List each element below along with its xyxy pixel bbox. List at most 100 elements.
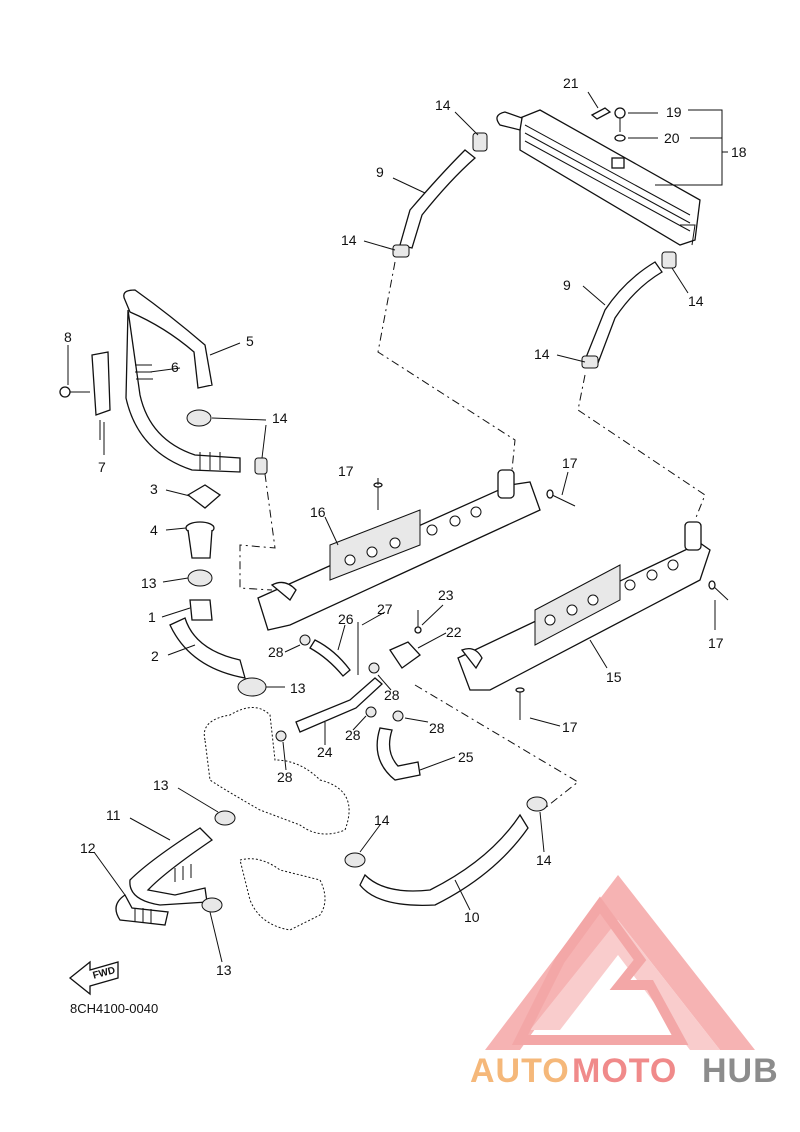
hose-6-ribs [135, 364, 221, 470]
hose-9-left [399, 149, 477, 249]
clamp-28-b [368, 662, 380, 674]
callout-17-b: 17 [562, 455, 578, 471]
callout-14-right-upper: 14 [688, 293, 704, 309]
clamp-14-right-upper [661, 251, 677, 269]
clamp-14-hose10-right [526, 796, 548, 812]
clamp-13-hose11-top [214, 810, 236, 826]
callout-6: 6 [171, 359, 179, 375]
clamp-28-a [299, 634, 311, 646]
hose-1 [189, 599, 213, 621]
callout-13-upper: 13 [141, 575, 157, 591]
callout-14-mid-left: 14 [341, 232, 357, 248]
washer-20 [614, 134, 626, 142]
clamp-14-right-lower [581, 355, 599, 369]
clamp-13-upper [187, 569, 213, 587]
callout-27: 27 [377, 601, 393, 617]
callout-1: 1 [148, 609, 156, 625]
engine-outline [203, 707, 350, 835]
callout-3: 3 [150, 481, 158, 497]
callout-17-a: 17 [338, 463, 354, 479]
callout-28-b: 28 [384, 687, 400, 703]
clamp-28-d [392, 710, 404, 722]
engine-lower-outline [239, 858, 326, 931]
bolt-17-b [546, 489, 576, 507]
callout-22: 22 [446, 624, 462, 640]
callout-14-top: 14 [435, 97, 451, 113]
bolt-17-d [515, 687, 525, 720]
hose-9-right [584, 261, 663, 364]
watermark-logo [485, 875, 755, 1050]
callout-14-right-lower: 14 [534, 346, 550, 362]
bolt-8 [59, 386, 90, 398]
hose-12-ribs [134, 864, 192, 923]
route-line-right [577, 374, 706, 521]
callout-19: 19 [666, 104, 682, 120]
callout-4: 4 [150, 522, 158, 538]
callout-28-a: 28 [268, 644, 284, 660]
callout-28-d: 28 [429, 720, 445, 736]
callout-21: 21 [563, 75, 579, 91]
callout-14-hose10-left: 14 [374, 812, 390, 828]
callout-labels: 21 19 20 18 14 9 14 9 14 14 5 6 8 7 14 3… [64, 75, 747, 978]
clamp-14-left-2 [254, 457, 268, 475]
callout-25: 25 [458, 749, 474, 765]
hose-2 [169, 617, 246, 679]
callout-15: 15 [606, 669, 622, 685]
clamp-13-hose11-bottom [201, 897, 223, 913]
callout-26: 26 [338, 611, 354, 627]
cap-3 [186, 484, 222, 509]
watermark-text-auto: AUTO [470, 1052, 570, 1090]
clamp-14-mid-left [392, 244, 410, 258]
callout-9-left: 9 [376, 164, 384, 180]
callout-8: 8 [64, 329, 72, 345]
callout-10: 10 [464, 909, 480, 925]
hose-24 [295, 677, 383, 733]
hose-6 [125, 309, 241, 473]
callout-17-d: 17 [562, 719, 578, 735]
route-line-lower-right [414, 684, 579, 809]
hose-25 [376, 727, 421, 781]
hose-26 [309, 639, 351, 677]
callout-16: 16 [310, 504, 326, 520]
hose-5 [123, 289, 213, 389]
neck-4 [185, 521, 215, 559]
callout-11: 11 [106, 807, 121, 823]
bracket-7 [91, 351, 111, 440]
radiator-assembly [496, 109, 701, 246]
bolt-17-a [373, 482, 383, 510]
callout-24: 24 [317, 744, 333, 760]
clamp-14-hose10-left [344, 852, 366, 868]
clamp-28-e [275, 730, 287, 742]
part-code: 8CH4100-0040 [70, 1001, 158, 1016]
fwd-arrow [68, 960, 119, 996]
callout-17-c: 17 [708, 635, 724, 651]
rail-15 [457, 521, 711, 691]
hose-10 [359, 813, 529, 906]
callout-9-right: 9 [563, 277, 571, 293]
screw-23 [414, 610, 422, 634]
watermark-text-moto: MOTO [572, 1052, 677, 1090]
clamp-28-c [365, 706, 377, 718]
leader-lines [67, 91, 728, 963]
hose-11 [129, 827, 214, 906]
hose-12 [115, 894, 169, 926]
callout-7: 7 [98, 459, 106, 475]
callout-12: 12 [80, 840, 96, 856]
callout-14-left: 14 [272, 410, 288, 426]
clamp-13-lower [237, 677, 267, 697]
route-line-lower-left [239, 473, 276, 591]
callout-18: 18 [731, 144, 747, 160]
callout-13-hose11-top: 13 [153, 777, 169, 793]
watermark-text-hub: HUB [702, 1052, 779, 1090]
screw-21 [590, 107, 612, 120]
clamp-14-left [186, 409, 212, 427]
callout-14-hose10-right: 14 [536, 852, 552, 868]
callout-13-lower: 13 [290, 680, 306, 696]
fitting-22 [389, 641, 421, 669]
callout-28-e: 28 [277, 769, 293, 785]
callout-13-hose11-bottom: 13 [216, 962, 232, 978]
bolt-17-c [708, 580, 729, 601]
callout-23: 23 [438, 587, 454, 603]
route-line-left [377, 261, 516, 471]
